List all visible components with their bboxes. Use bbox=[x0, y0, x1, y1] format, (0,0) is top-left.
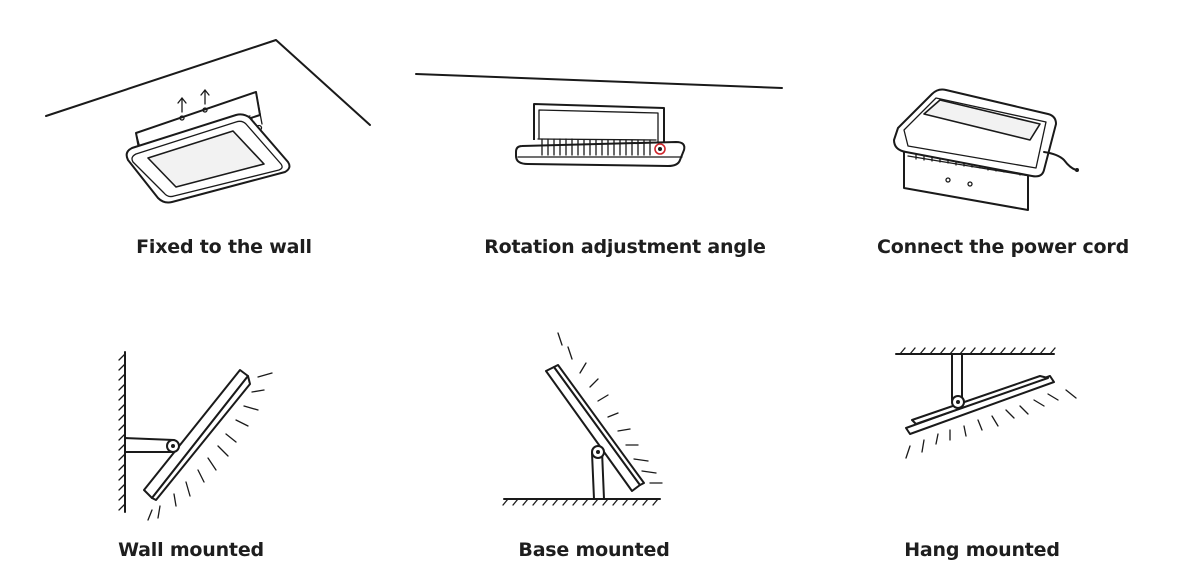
base-mounted-illustration bbox=[502, 332, 663, 506]
step-label-rotation-adjustment: Rotation adjustment angle bbox=[484, 236, 766, 258]
light-rays bbox=[557, 332, 663, 484]
led-panel bbox=[147, 130, 265, 188]
step-label-fixed-to-wall: Fixed to the wall bbox=[136, 236, 312, 258]
led-panel bbox=[923, 99, 1041, 141]
ceiling-mount-illustration bbox=[45, 39, 371, 204]
mount-base bbox=[500, 325, 680, 515]
ceiling-hatching bbox=[899, 347, 1056, 355]
mount-label-hang: Hang mounted bbox=[904, 539, 1060, 561]
up-arrow-icon bbox=[177, 97, 187, 113]
wall-hatching bbox=[118, 353, 126, 511]
mount-label-wall: Wall mounted bbox=[118, 539, 264, 561]
heat-sink-fins bbox=[537, 138, 657, 156]
up-arrow-icon bbox=[200, 89, 210, 105]
rotation-adjust-illustration bbox=[415, 73, 783, 167]
step-connect-power-cord bbox=[880, 80, 1090, 220]
mount-wall bbox=[100, 340, 300, 530]
ceiling-edge-line bbox=[45, 39, 371, 126]
step-fixed-to-wall bbox=[40, 30, 380, 220]
power-cord bbox=[1043, 151, 1077, 171]
light-rays bbox=[905, 389, 1077, 459]
step-rotation-adjustment bbox=[410, 60, 790, 190]
hanging-rod bbox=[951, 353, 963, 401]
floodlight-body bbox=[515, 141, 686, 167]
mount-hang bbox=[890, 340, 1090, 470]
wall-mounted-illustration bbox=[118, 351, 273, 521]
light-rays bbox=[147, 372, 273, 521]
mount-label-base: Base mounted bbox=[518, 539, 670, 561]
ceiling-line bbox=[415, 73, 783, 89]
step-label-connect-power-cord: Connect the power cord bbox=[877, 236, 1129, 258]
floodlight-body bbox=[143, 369, 249, 499]
pivot-screw-icon bbox=[654, 143, 666, 155]
hang-mounted-illustration bbox=[895, 347, 1077, 459]
ground-hatching bbox=[502, 498, 659, 506]
power-cord-illustration bbox=[893, 88, 1079, 211]
